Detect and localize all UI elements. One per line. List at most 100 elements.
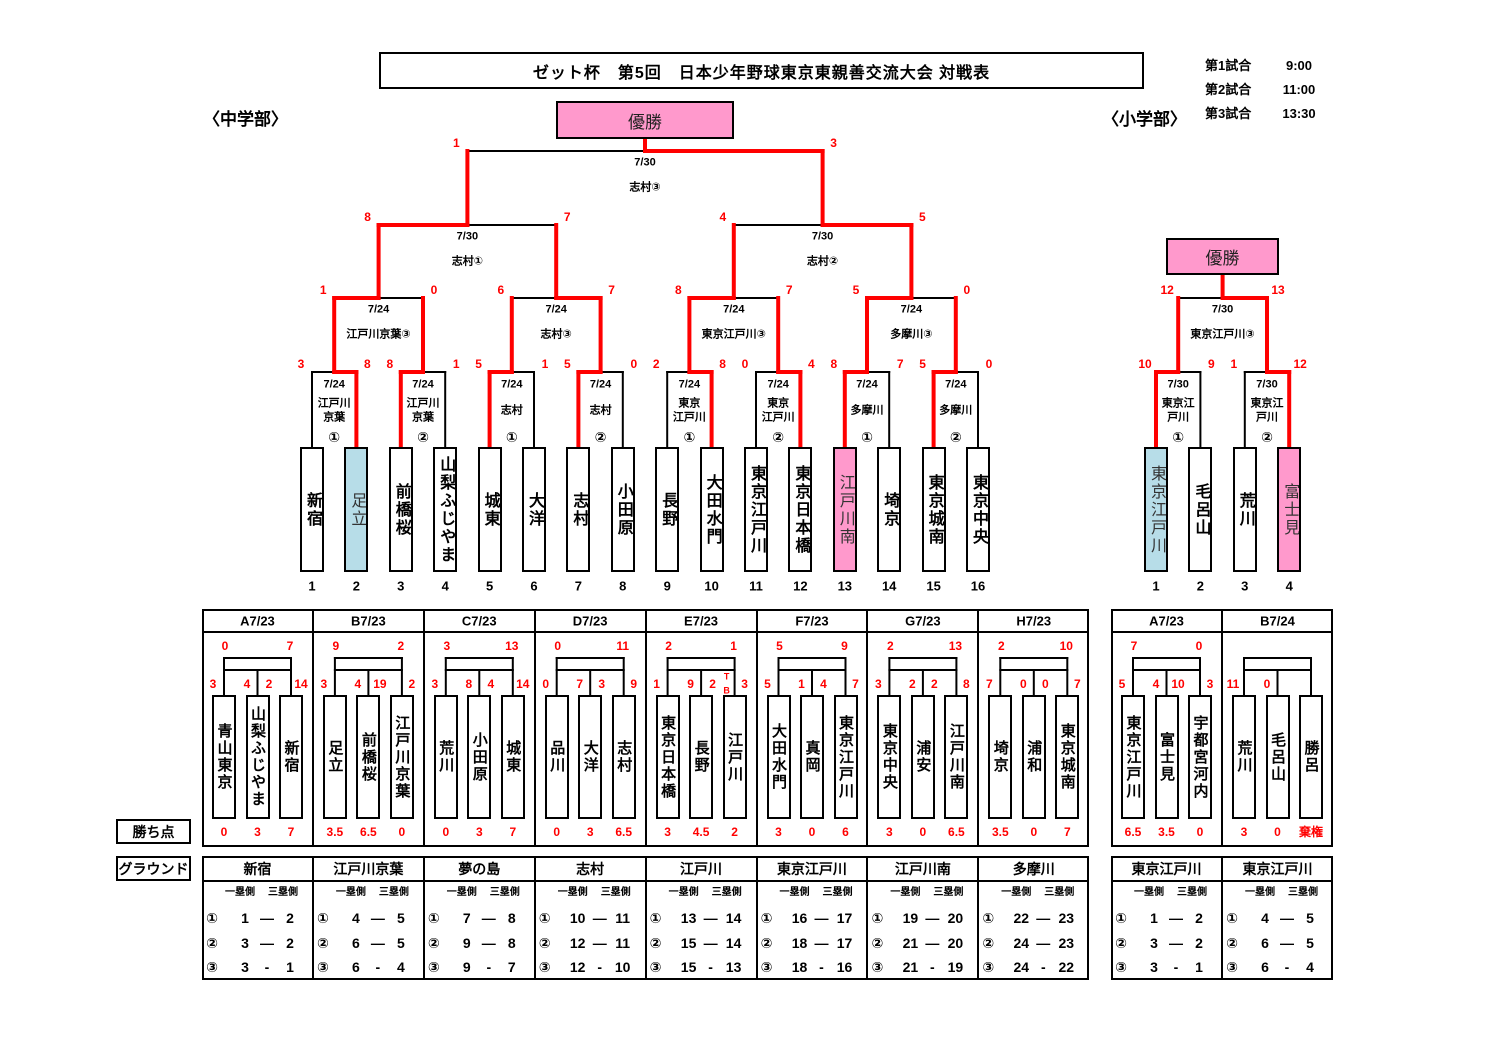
match-score: 4 [243, 677, 251, 691]
match-score: 2 [909, 677, 916, 691]
points-value: 0 [1274, 825, 1281, 839]
match-venue: 江戸川 [406, 397, 440, 410]
third-base-team-number: 4 [1306, 959, 1314, 975]
versus-separator: - [1040, 959, 1046, 975]
third-base-team-number: 20 [947, 910, 964, 926]
points-value: 0 [553, 825, 561, 839]
score-right: 13 [1271, 283, 1285, 297]
match-score: 3 [741, 677, 748, 691]
first-base-side-label: 一塁側 [335, 887, 366, 898]
team-name: 東京中央 [880, 723, 898, 791]
schedule-time: 11:00 [1282, 82, 1316, 97]
column-divider [866, 609, 869, 847]
versus-separator: - [597, 959, 603, 975]
score-right: 7 [896, 357, 904, 371]
match-venue: 江戸川 [761, 411, 795, 424]
top-score-left: 7 [1130, 639, 1138, 653]
match-score: 2 [709, 677, 716, 691]
ground-name: 江戸川京葉 [333, 861, 404, 877]
top-score-left: 3 [443, 639, 451, 653]
top-score-right: 13 [505, 639, 519, 653]
team-name: 山梨ふじやま [249, 706, 266, 808]
group-header: H7/23 [1016, 613, 1052, 629]
team-name: 長野 [692, 740, 710, 774]
score-left: 8 [830, 357, 838, 371]
versus-separator: — [1169, 910, 1183, 926]
score-right: 7 [563, 210, 571, 224]
match-date: 7/30 [1256, 378, 1278, 391]
versus-separator: — [814, 934, 829, 951]
ground-name: 江戸川南 [894, 861, 951, 877]
team-name: 大洋 [581, 740, 599, 774]
game-number: ① [1226, 910, 1238, 926]
match-date: 7/24 [412, 378, 434, 391]
team-box: 浦安 [910, 695, 935, 819]
team-number: 6 [530, 578, 538, 594]
game-number: ① [427, 910, 440, 926]
first-base-team-number: 1 [241, 910, 249, 926]
versus-separator: - [375, 959, 381, 975]
team-name: 東京中央 [970, 473, 987, 546]
third-base-team-number: 14 [725, 934, 742, 951]
team-number: 1 [308, 578, 316, 594]
third-base-team-number: 16 [836, 959, 853, 975]
match-score: 8 [963, 677, 970, 691]
column-divider [533, 856, 536, 980]
score-right: 0 [630, 357, 638, 371]
points-value: 7 [509, 825, 517, 839]
top-score-right: 1 [730, 639, 737, 653]
points-value: 3 [586, 825, 594, 839]
page-title: ゼット杯 第5回 日本少年野球東京東親善交流大会 対戦表 [379, 52, 1144, 89]
match-venue: 戸川 [1256, 411, 1278, 424]
third-base-team-number: 5 [1306, 910, 1314, 926]
match-score: 0 [1263, 677, 1271, 691]
team-number: 12 [793, 578, 808, 594]
versus-separator: — [1169, 934, 1183, 951]
match-score: 11 [1226, 677, 1240, 691]
third-base-team-number: 10 [614, 959, 631, 975]
top-score-left: 2 [665, 639, 672, 653]
versus-separator: — [481, 934, 496, 951]
game-number: ② [649, 934, 662, 951]
division-label-junior-high: 〈中学部〉 [203, 110, 288, 129]
first-base-team-number: 7 [462, 910, 471, 926]
score-right: 0 [985, 357, 993, 371]
match-number: ① [861, 429, 873, 445]
match-number: ② [949, 429, 962, 445]
match-venue: 東京 [767, 397, 790, 410]
team-box: 東京中央 [877, 695, 902, 819]
points-value: 0 [442, 825, 450, 839]
ground-name: 夢の島 [458, 861, 501, 877]
versus-separator: — [370, 934, 385, 951]
match-venue: 志村 [500, 404, 523, 417]
match-venue: 多摩川 [939, 404, 973, 417]
team-box: 荒川 [1232, 447, 1257, 572]
score-left: 5 [564, 357, 571, 371]
first-base-team-number: 3 [1150, 959, 1158, 975]
points-value: 6.5 [360, 825, 377, 839]
score-right: 0 [963, 283, 971, 297]
match-score: 3 [598, 677, 606, 691]
ground-name: 東京江戸川 [776, 861, 847, 877]
third-base-team-number: 13 [725, 959, 742, 975]
team-number: 14 [881, 578, 897, 594]
game-number: ③ [427, 959, 440, 975]
team-box: 新宿 [279, 695, 303, 819]
team-name: 東京江戸川 [1148, 464, 1165, 555]
group-header: B7/24 [1260, 613, 1295, 629]
team-box: 富士見 [1277, 447, 1302, 572]
versus-separator: — [814, 910, 829, 926]
third-base-side-label: 三塁側 [822, 887, 853, 898]
versus-separator: — [592, 934, 607, 951]
match-number: ② [594, 429, 607, 445]
game-number: ② [1226, 934, 1238, 951]
third-base-team-number: 7 [507, 959, 516, 975]
team-name: 勝呂 [1302, 740, 1320, 774]
score-left: 0 [741, 357, 749, 371]
points-value: 0 [398, 825, 406, 839]
third-base-team-number: 14 [725, 910, 742, 926]
third-base-team-number: 23 [1058, 910, 1075, 926]
team-name: 東京江戸川 [1124, 714, 1142, 800]
match-number: ② [772, 429, 785, 445]
